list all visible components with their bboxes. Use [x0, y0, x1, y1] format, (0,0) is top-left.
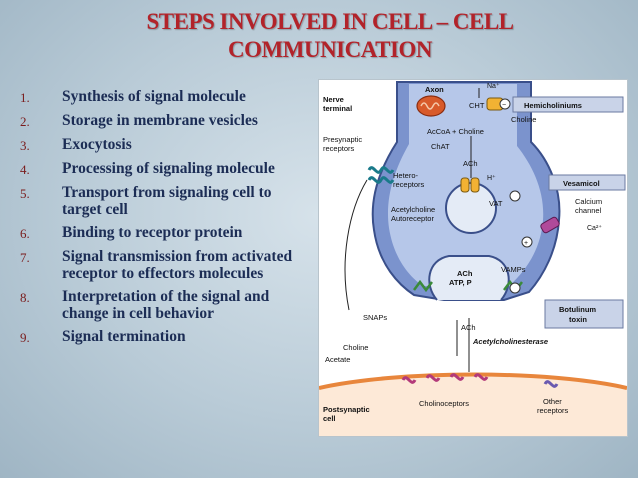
- steps-list: 1. Synthesis of signal molecule 2. Storage…: [20, 88, 310, 352]
- label-ca: Ca²⁺: [587, 224, 602, 232]
- slide-title-line-2: COMMUNICATION: [228, 37, 432, 62]
- step-text: Signal termination: [62, 328, 186, 345]
- mitochondrion-icon: [416, 95, 446, 117]
- step-item: 3. Exocytosis: [20, 136, 310, 154]
- vat-transporter-icon: [460, 177, 470, 193]
- label-minus: −: [502, 102, 506, 109]
- activate-circle-icon: [521, 236, 533, 248]
- label-vat: VAT: [489, 199, 503, 208]
- postsynaptic-membrane: [319, 374, 627, 436]
- label-botulinum-1: Botulinum: [559, 305, 596, 314]
- label-ach-autoreceptor-1: Acetylcholine: [391, 205, 435, 214]
- step-item: 7. Signal transmission from activated rec…: [20, 248, 310, 282]
- calcium-channel-icon: [540, 216, 560, 234]
- label-hemicholiniums: Hemicholiniums: [524, 101, 582, 110]
- step-text: Storage in membrane vesicles: [62, 112, 258, 129]
- inhibit-circle-icon-3: [509, 282, 521, 294]
- label-h-plus: H⁺: [487, 174, 496, 182]
- label-snaps: SNAPs: [363, 313, 387, 322]
- label-nerve-terminal-1: Nerve: [323, 95, 344, 104]
- slide-title: STEPS INVOLVED IN CELL – CELL COMMUNICAT…: [120, 8, 540, 64]
- step-item: 5. Transport from signaling cell to targe…: [20, 184, 310, 218]
- label-acetate: Acetate: [325, 355, 350, 364]
- label-hetero-1: Hetero-: [393, 171, 419, 180]
- label-presynaptic-2: receptors: [323, 144, 355, 153]
- step-item: 2. Storage in membrane vesicles: [20, 112, 310, 130]
- label-acoa-choline: AcCoA + Choline: [427, 127, 484, 136]
- step-number: 5.: [20, 186, 30, 201]
- step-text: Synthesis of signal molecule: [62, 88, 246, 105]
- step-number: 2.: [20, 114, 30, 129]
- label-postsynaptic-1: Postsynaptic: [323, 405, 370, 414]
- step-text: Processing of signaling molecule: [62, 160, 275, 177]
- vat-transporter-icon-2: [470, 177, 480, 193]
- step-number: 6.: [20, 226, 30, 241]
- hemicholiniums-box: [512, 96, 624, 113]
- label-plus: +: [524, 240, 528, 247]
- label-chat: ChAT: [431, 142, 450, 151]
- label-calcium-2: channel: [575, 206, 602, 215]
- step-text: Binding to receptor protein: [62, 224, 243, 241]
- label-ach-cleft: ACh: [461, 323, 476, 332]
- step-item: 9. Signal termination: [20, 328, 310, 346]
- label-presynaptic-1: Presynaptic: [323, 135, 362, 144]
- label-ach-vesicle: ACh: [457, 269, 473, 278]
- slide-title-line-1: STEPS INVOLVED IN CELL – CELL: [146, 9, 514, 34]
- label-cht: CHT: [469, 101, 485, 110]
- label-other-receptors-2: receptors: [537, 406, 569, 415]
- postsynaptic-membrane-edge: [319, 372, 627, 390]
- label-botulinum-2: toxin: [569, 315, 587, 324]
- label-nerve-terminal-2: terminal: [323, 104, 352, 113]
- step-text: Transport from signaling cell to target …: [62, 184, 272, 218]
- step-item: 8. Interpretation of the signal and chang…: [20, 288, 310, 322]
- step-number: 4.: [20, 162, 30, 177]
- label-choline-top: Choline: [511, 115, 536, 124]
- step-item: 1. Synthesis of signal molecule: [20, 88, 310, 106]
- inhibit-circle-icon-2: [509, 190, 521, 202]
- label-ach-top: ACh: [463, 159, 478, 168]
- label-vamps: VAMPs: [501, 265, 526, 274]
- step-number: 9.: [20, 330, 30, 345]
- step-number: 3.: [20, 138, 30, 153]
- synapse-diagram: Na⁺ Axon Nerve terminal CHT − Hemicholin…: [318, 79, 628, 437]
- label-other-receptors-1: Other: [543, 397, 562, 406]
- synapse-diagram-svg: Na⁺ Axon Nerve terminal CHT − Hemicholin…: [319, 81, 627, 436]
- label-choline-bottom: Choline: [343, 343, 368, 352]
- step-number: 8.: [20, 290, 30, 305]
- cholinoceptor-icon: [401, 373, 489, 384]
- other-receptor-icon: [543, 380, 559, 388]
- label-hetero-2: receptors: [393, 180, 425, 189]
- flow-arrows: [344, 88, 480, 372]
- inhibit-circle-icon: [499, 98, 511, 110]
- botulinum-box: [544, 299, 624, 329]
- vesamicol-box: [548, 174, 626, 191]
- mitochondrion-cristae: [420, 102, 440, 110]
- step-number: 1.: [20, 90, 30, 105]
- label-na: Na⁺: [487, 82, 500, 90]
- step-text: Signal transmission from activated recep…: [62, 248, 293, 282]
- step-text: Interpretation of the signal and change …: [62, 288, 270, 322]
- step-number: 7.: [20, 250, 30, 265]
- label-atp-p: ATP, P: [449, 278, 472, 287]
- step-text: Exocytosis: [62, 136, 132, 153]
- label-cholinoceptors: Cholinoceptors: [419, 399, 469, 408]
- step-item: 4. Processing of signaling molecule: [20, 160, 310, 178]
- label-vesamicol: Vesamicol: [563, 179, 600, 188]
- label-calcium-1: Calcium: [575, 197, 602, 206]
- label-acetylcholinesterase: Acetylcholinesterase: [472, 337, 548, 346]
- label-postsynaptic-2: cell: [323, 414, 336, 423]
- step-item: 6. Binding to receptor protein: [20, 224, 310, 242]
- label-ach-autoreceptor-2: Autoreceptor: [391, 214, 434, 223]
- label-axon: Axon: [425, 85, 444, 94]
- autoreceptor-icon: [367, 166, 395, 184]
